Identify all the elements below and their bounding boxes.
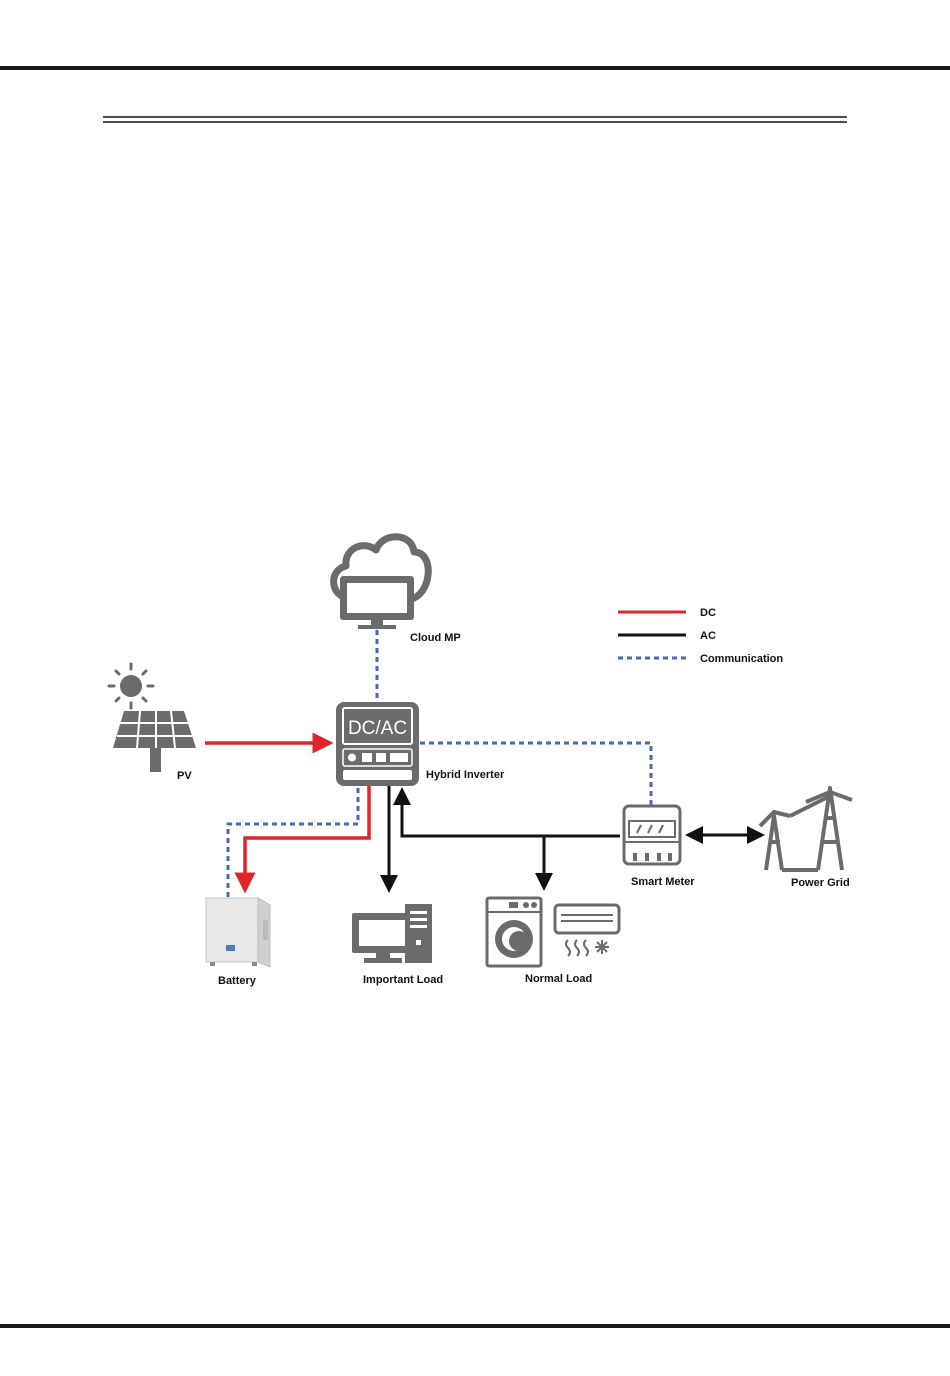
pv-solar-icon [109,664,196,772]
power-grid-tower-icon [760,788,852,870]
important-load-label: Important Load [363,974,443,986]
header-double-line [103,117,847,122]
pv-label: PV [177,770,192,782]
battery-label: Battery [218,975,257,987]
legend-dc-label: DC [700,607,716,619]
legend-ac-label: AC [700,630,716,642]
normal-load-label: Normal Load [525,973,592,985]
dc-battery-inverter [245,784,369,890]
ac-meter-inverter [402,790,620,836]
inverter-screen-text: DC/AC [348,718,407,739]
comm-inverter-battery [228,788,358,898]
smart-meter-icon [624,806,680,864]
battery-icon [206,898,270,967]
communication-lines [228,630,651,898]
smart-meter-label: Smart Meter [631,876,695,888]
legend: DC AC Communication [618,607,783,665]
power-grid-label: Power Grid [791,877,850,889]
legend-comm-label: Communication [700,653,783,665]
cloud-monitor-icon [334,537,429,629]
air-conditioner-icon [555,905,619,956]
important-load-computer-icon [352,904,432,963]
hybrid-inverter-icon: DC/AC [336,702,419,786]
washing-machine-icon [487,898,541,966]
cloud-label: Cloud MP [410,632,461,644]
inverter-label: Hybrid Inverter [426,769,505,781]
ac-lines [389,785,762,890]
